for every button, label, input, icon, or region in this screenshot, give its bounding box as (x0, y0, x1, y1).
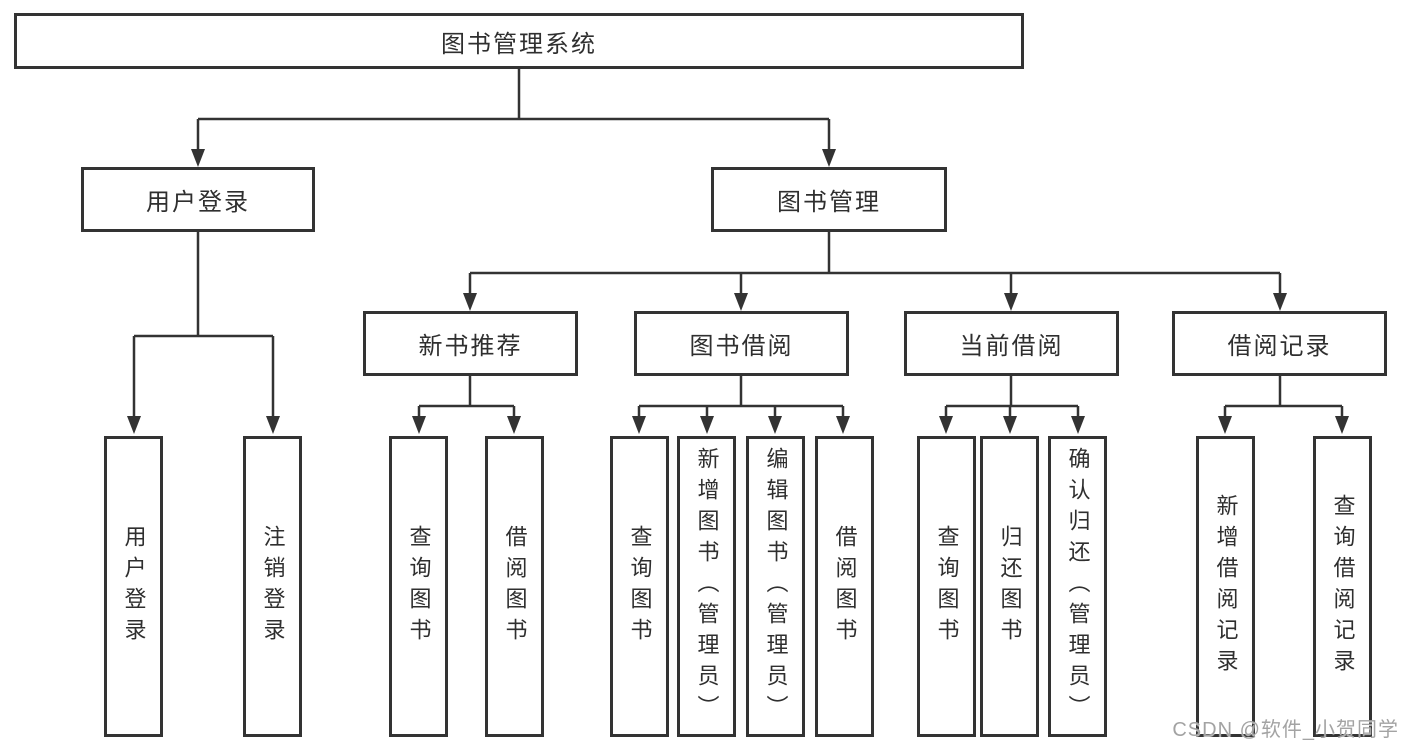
node-add-book-admin: 新增图书（管理员） (677, 436, 736, 737)
node-root-label: 图书管理系统 (441, 30, 597, 58)
node-add-borrow-record: 新增借阅记录 (1196, 436, 1255, 737)
node-label: 归还图书 (997, 524, 1023, 649)
node-query-borrow-record: 查询借阅记录 (1313, 436, 1372, 737)
node-label: 图书管理 (777, 189, 881, 216)
node-book-management-branch: 图书管理 (711, 167, 947, 232)
node-root-system: 图书管理系统 (14, 13, 1024, 69)
node-label: 当前借阅 (959, 333, 1064, 360)
node-query-books-borrow: 查询图书 (610, 436, 669, 737)
node-user-login-leaf: 用户登录 (104, 436, 163, 737)
node-label: 新增图书（管理员） (694, 447, 720, 726)
node-confirm-return-admin: 确认归还（管理员） (1048, 436, 1107, 737)
node-label: 编辑图书（管理员） (763, 447, 789, 726)
node-return-books: 归还图书 (980, 436, 1039, 737)
node-label: 确认归还（管理员） (1065, 447, 1091, 726)
node-label: 新增借阅记录 (1213, 493, 1239, 680)
node-logout: 注销登录 (243, 436, 302, 737)
node-borrow-records: 借阅记录 (1172, 311, 1387, 376)
node-label: 用户登录 (146, 189, 250, 216)
node-borrow-books-recommend: 借阅图书 (485, 436, 544, 737)
node-query-books-recommend: 查询图书 (389, 436, 448, 737)
node-current-borrow: 当前借阅 (904, 311, 1119, 376)
node-label: 查询图书 (627, 524, 653, 649)
node-label: 图书借阅 (689, 333, 794, 360)
node-label: 借阅图书 (832, 524, 858, 649)
arrowheads (127, 149, 1349, 434)
node-label: 查询图书 (406, 524, 432, 649)
node-borrow-books-borrow: 借阅图书 (815, 436, 874, 737)
csdn-watermark: CSDN @软件_小贺同学 (1172, 719, 1399, 741)
node-label: 借阅记录 (1227, 333, 1332, 360)
node-label: 注销登录 (260, 524, 286, 649)
node-edit-book-admin: 编辑图书（管理员） (746, 436, 805, 737)
node-new-book-recommend: 新书推荐 (363, 311, 578, 376)
node-label: 用户登录 (121, 524, 147, 649)
node-label: 查询图书 (934, 524, 960, 649)
node-user-login-branch: 用户登录 (81, 167, 315, 232)
node-book-borrow: 图书借阅 (634, 311, 849, 376)
node-query-books-current: 查询图书 (917, 436, 976, 737)
node-label: 查询借阅记录 (1330, 493, 1356, 680)
node-label: 新书推荐 (418, 333, 523, 360)
node-label: 借阅图书 (502, 524, 528, 649)
